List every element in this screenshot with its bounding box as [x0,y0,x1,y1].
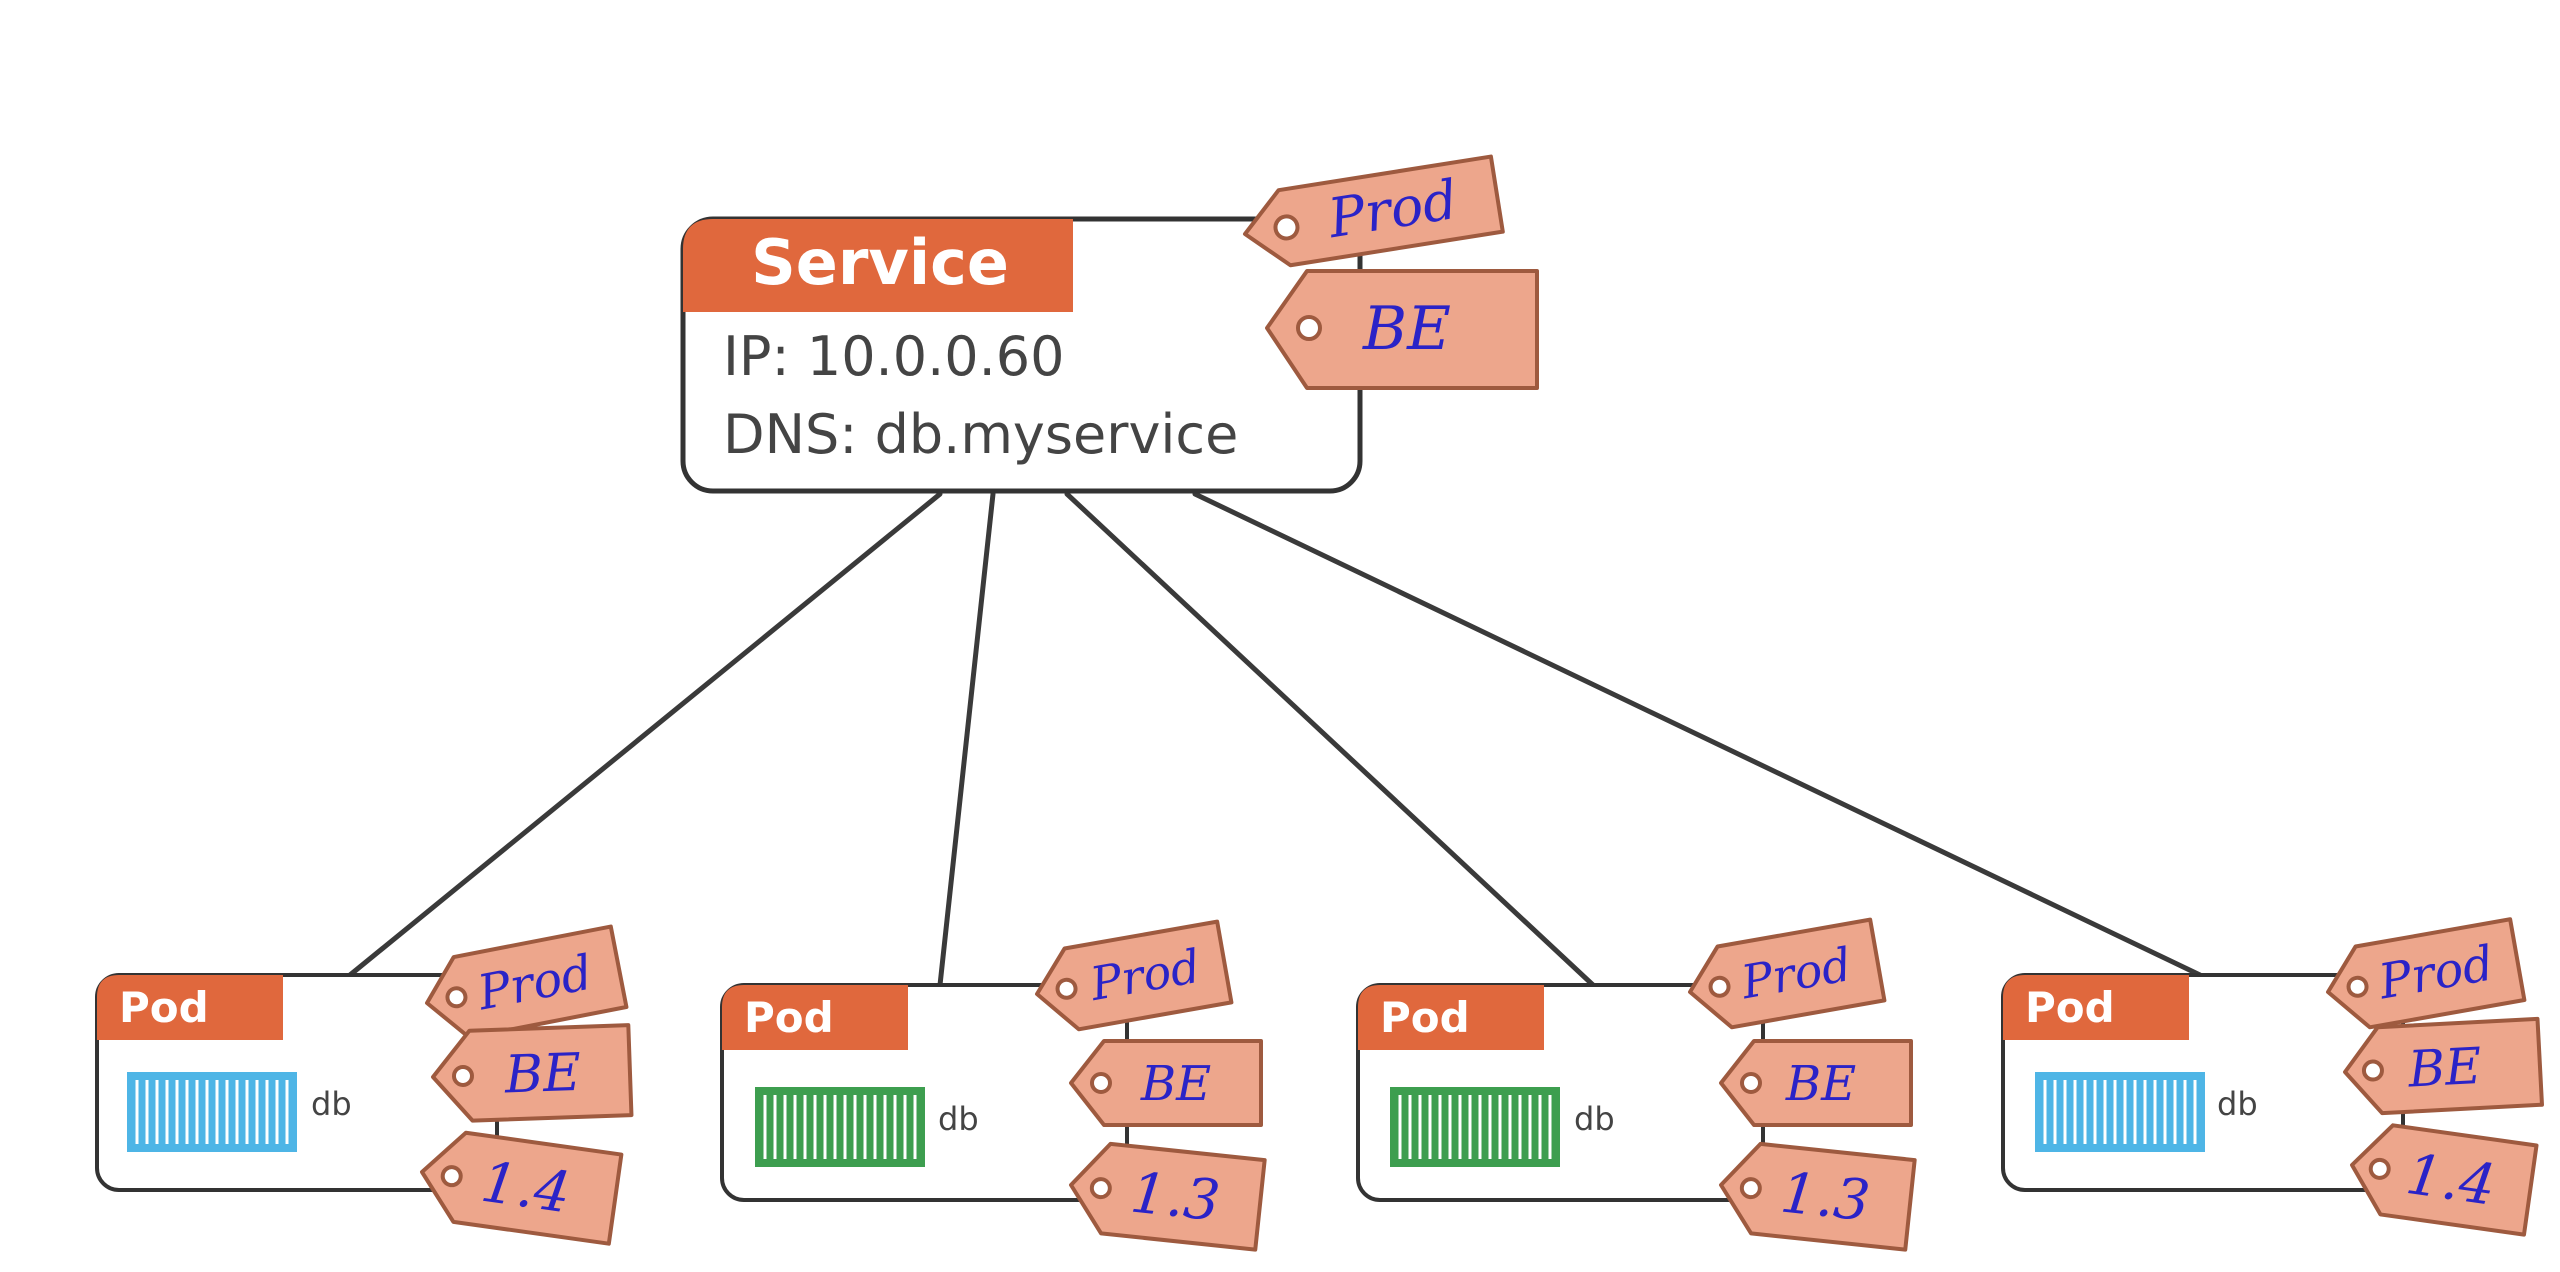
service-tag-1: Prod [1243,154,1505,268]
tag-hole-icon [451,1064,474,1087]
connectors [347,491,2203,988]
pod-1-tag-1: Prod [425,924,629,1040]
container-label: db [938,1100,979,1138]
service-box: Service IP: 10.0.0.60 DNS: db.myservice [680,216,1363,494]
tag-shape [431,1023,634,1123]
pod-title: Pod [1380,993,1470,1042]
tag-shape [2343,1016,2544,1116]
tag-shape [1069,1141,1267,1252]
pod-2-tag-1: Prod [1035,919,1234,1032]
tag-hole-icon [445,986,468,1009]
tag-hole-icon [1739,1177,1762,1200]
pod-3-tag-3: 1.3 [1719,1141,1917,1252]
shipping-container-icon [127,1072,297,1152]
tag-hole-icon [1708,975,1731,998]
pod-header [2003,975,2189,1040]
tag-text: BE [2406,1037,2483,1099]
pod-title: Pod [2025,983,2115,1032]
container-body [755,1087,925,1167]
tag-text: BE [503,1043,582,1106]
pod-title: Pod [119,983,209,1032]
tag-text: 1.4 [477,1150,574,1227]
tag-shape [425,924,629,1040]
pod-4-tag-3: 1.4 [2350,1123,2539,1237]
pod-1: Pod db [95,973,499,1192]
container-label: db [311,1085,352,1123]
service-header [683,219,1073,312]
pod-3-tag-2: BE [1719,1039,1913,1127]
service-ip: IP: 10.0.0.60 [723,325,1064,388]
tag-hole-icon [440,1165,463,1188]
tag-text: 1.4 [2402,1142,2499,1219]
connector-pod-1 [347,491,943,978]
container-label: db [1574,1100,1615,1138]
service-title: Service [751,226,1009,299]
pod-4-tag-1: Prod [2326,917,2527,1030]
pod-3: Pod db [1356,983,1765,1202]
tag-hole-icon [1089,1177,1112,1200]
container-body [2035,1072,2205,1152]
container-label: db [2217,1085,2258,1123]
pod-4-tag-2: BE [2343,1016,2544,1116]
tag-shape [2350,1123,2539,1237]
tag-shape [1069,1039,1263,1127]
tag-text: 1.3 [1778,1160,1873,1234]
pod-1-tag-2: BE [431,1023,634,1123]
shipping-container-icon [2035,1072,2205,1152]
shipping-container-icon [755,1087,925,1167]
connector-pod-4 [1192,491,2203,978]
connector-pod-2 [937,491,996,988]
pod-header [97,975,283,1040]
pod-title: Pod [744,993,834,1042]
tag-shape [420,1130,624,1246]
pod-header [722,985,908,1050]
tag-shape [1719,1039,1913,1127]
tag-hole-icon [1273,214,1300,241]
pod-2-tag-2: BE [1069,1039,1263,1127]
pod-2: Pod db [720,983,1129,1202]
container-body [127,1072,297,1152]
tag-hole-icon [2361,1059,2384,1082]
pod-2-tag-3: 1.3 [1069,1141,1267,1252]
tag-hole-icon [2368,1157,2391,1180]
tag-hole-icon [1740,1072,1762,1094]
tag-hole-icon [1055,977,1078,1000]
tag-text: BE [1785,1056,1856,1112]
container-body [1390,1087,1560,1167]
tag-shape [1243,154,1505,268]
service-tag-2: BE [1265,269,1539,390]
tag-shape [1265,269,1539,390]
tag-hole-icon [1296,315,1322,341]
service-dns: DNS: db.myservice [723,403,1238,466]
tag-hole-icon [2346,975,2369,998]
tag-text: 1.3 [1128,1160,1223,1234]
tag-shape [1719,1141,1917,1252]
shipping-container-icon [1390,1087,1560,1167]
pod-header [1358,985,1544,1050]
tag-text: BE [1140,1056,1211,1112]
tag-hole-icon [1090,1072,1112,1094]
tag-shape [1035,919,1234,1032]
tag-shape [1688,917,1887,1030]
pod-1-tag-3: 1.4 [420,1130,624,1246]
tag-text: BE [1362,294,1451,364]
pod-3-tag-1: Prod [1688,917,1887,1030]
connector-pod-3 [1064,491,1596,988]
tag-shape [2326,917,2527,1030]
